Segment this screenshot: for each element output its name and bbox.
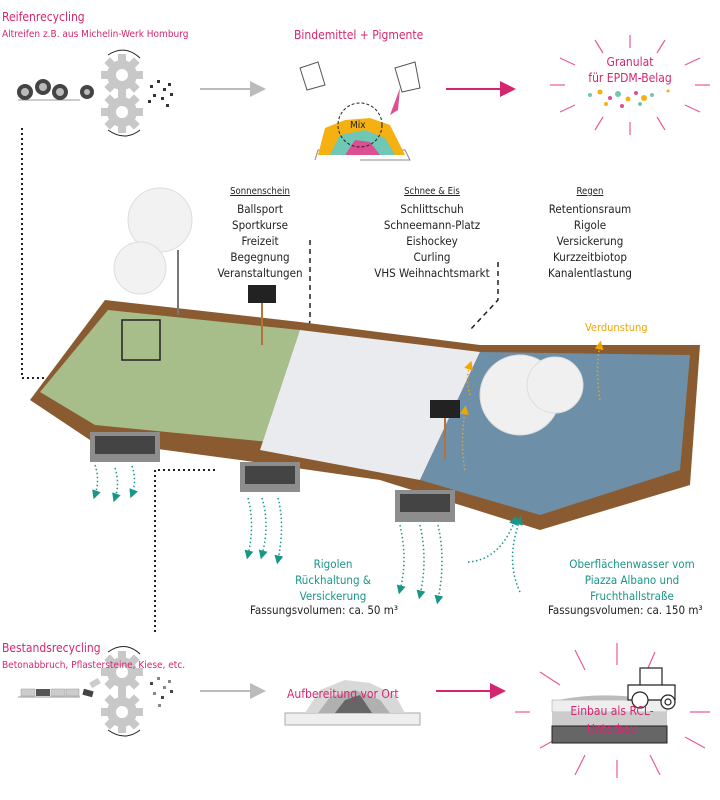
existing-recycling-subtitle: Betonabbruch, Pflastersteine, Kiese, etc… [2,660,186,671]
rigolen-line2: Rückhaltung & [295,573,371,587]
road-roller-icon [627,667,676,710]
binder-title: Bindemittel + Pigmente [294,28,424,42]
mix-label: Mix [350,120,366,131]
shredded-rubber-icon [148,80,173,107]
surface-water-line3: Fruchthallstraße [590,589,674,603]
granulate-label: Granulat für EPDM-Belag [588,54,671,86]
column-item: Curling [413,250,451,264]
granulate-line1: Granulat [606,55,654,69]
rigolen-line3: Versickerung [299,589,367,603]
existing-recycling-title: Bestandsrecycling [2,641,101,655]
rigolen-volume: Fassungsvolumen: ca. 50 m³ [250,603,399,617]
mixing-tray-icon [299,61,421,161]
infiltration-arrows [92,464,523,605]
column-item: Versickerung [556,234,624,248]
surface-water-line1: Oberflächenwasser vom [569,557,695,571]
column-item: Freizeit [241,234,279,248]
column-item: Rigole [573,218,607,232]
installation-line1: Einbau als RCL- [570,704,654,718]
installation-label: Einbau als RCL- Unterbau [570,702,653,738]
rigolen-line1: Rigolen [313,557,353,571]
platform-illustration [30,187,700,530]
zone-divider [469,262,499,331]
tire-recycling-subtitle: Altreifen z.B. aus Michelin-Werk Homburg [2,29,189,40]
crushed-stone-icon [150,677,173,707]
burst-icon [550,35,710,135]
column-item: Veranstaltungen [217,266,303,280]
evaporation-arrows [459,340,604,471]
aggregate-pile-icon [284,680,421,726]
column-item: Eishockey [406,234,458,248]
rigolen-label: Rigolen Rückhaltung & Versickerung [295,556,371,604]
burst-icon [515,643,710,778]
column-item: Schneemann-Platz [383,218,481,232]
gears-icon [101,49,143,137]
column-heading: Schnee & Eis [404,186,460,197]
installation-line2: Unterbau [586,722,638,736]
evaporation-label: Verdunstung [585,321,648,334]
tire-recycling-title: Reifenrecycling [2,10,85,24]
column-heading: Regen [576,186,604,197]
column-item: Retentionsraum [548,202,632,216]
column-rain: Regen Retentionsraum Rigole Versickerung… [548,183,632,281]
column-item: Begegnung [230,250,290,264]
column-item: Schlittschuh [400,202,464,216]
column-item: Ballsport [237,202,283,216]
processing-label: Aufbereitung vor Ort [287,687,399,701]
pavers-icon [18,677,101,698]
surface-water-volume: Fassungsvolumen: ca. 150 m³ [548,603,703,617]
connector-line [154,469,215,632]
surface-water-line2: Piazza Albano und [584,573,680,587]
granulate-line2: für EPDM-Belag [588,71,672,85]
column-item: Kurzzeitbiotop [553,250,627,264]
granulate-icon [588,89,670,108]
column-snow-ice: Schnee & Eis Schlittschuh Schneemann-Pla… [374,183,489,281]
column-item: Kanalentlastung [547,266,633,280]
tires-icon [17,79,94,101]
gears-icon [101,646,143,737]
column-item: VHS Weihnachtsmarkt [374,266,490,280]
column-sunshine: Sonnenschein Ballsport Sportkurse Freize… [217,183,302,281]
column-item: Sportkurse [232,218,288,232]
column-heading: Sonnenschein [230,186,290,197]
surface-water-label: Oberflächenwasser vom Piazza Albano und … [569,556,694,604]
